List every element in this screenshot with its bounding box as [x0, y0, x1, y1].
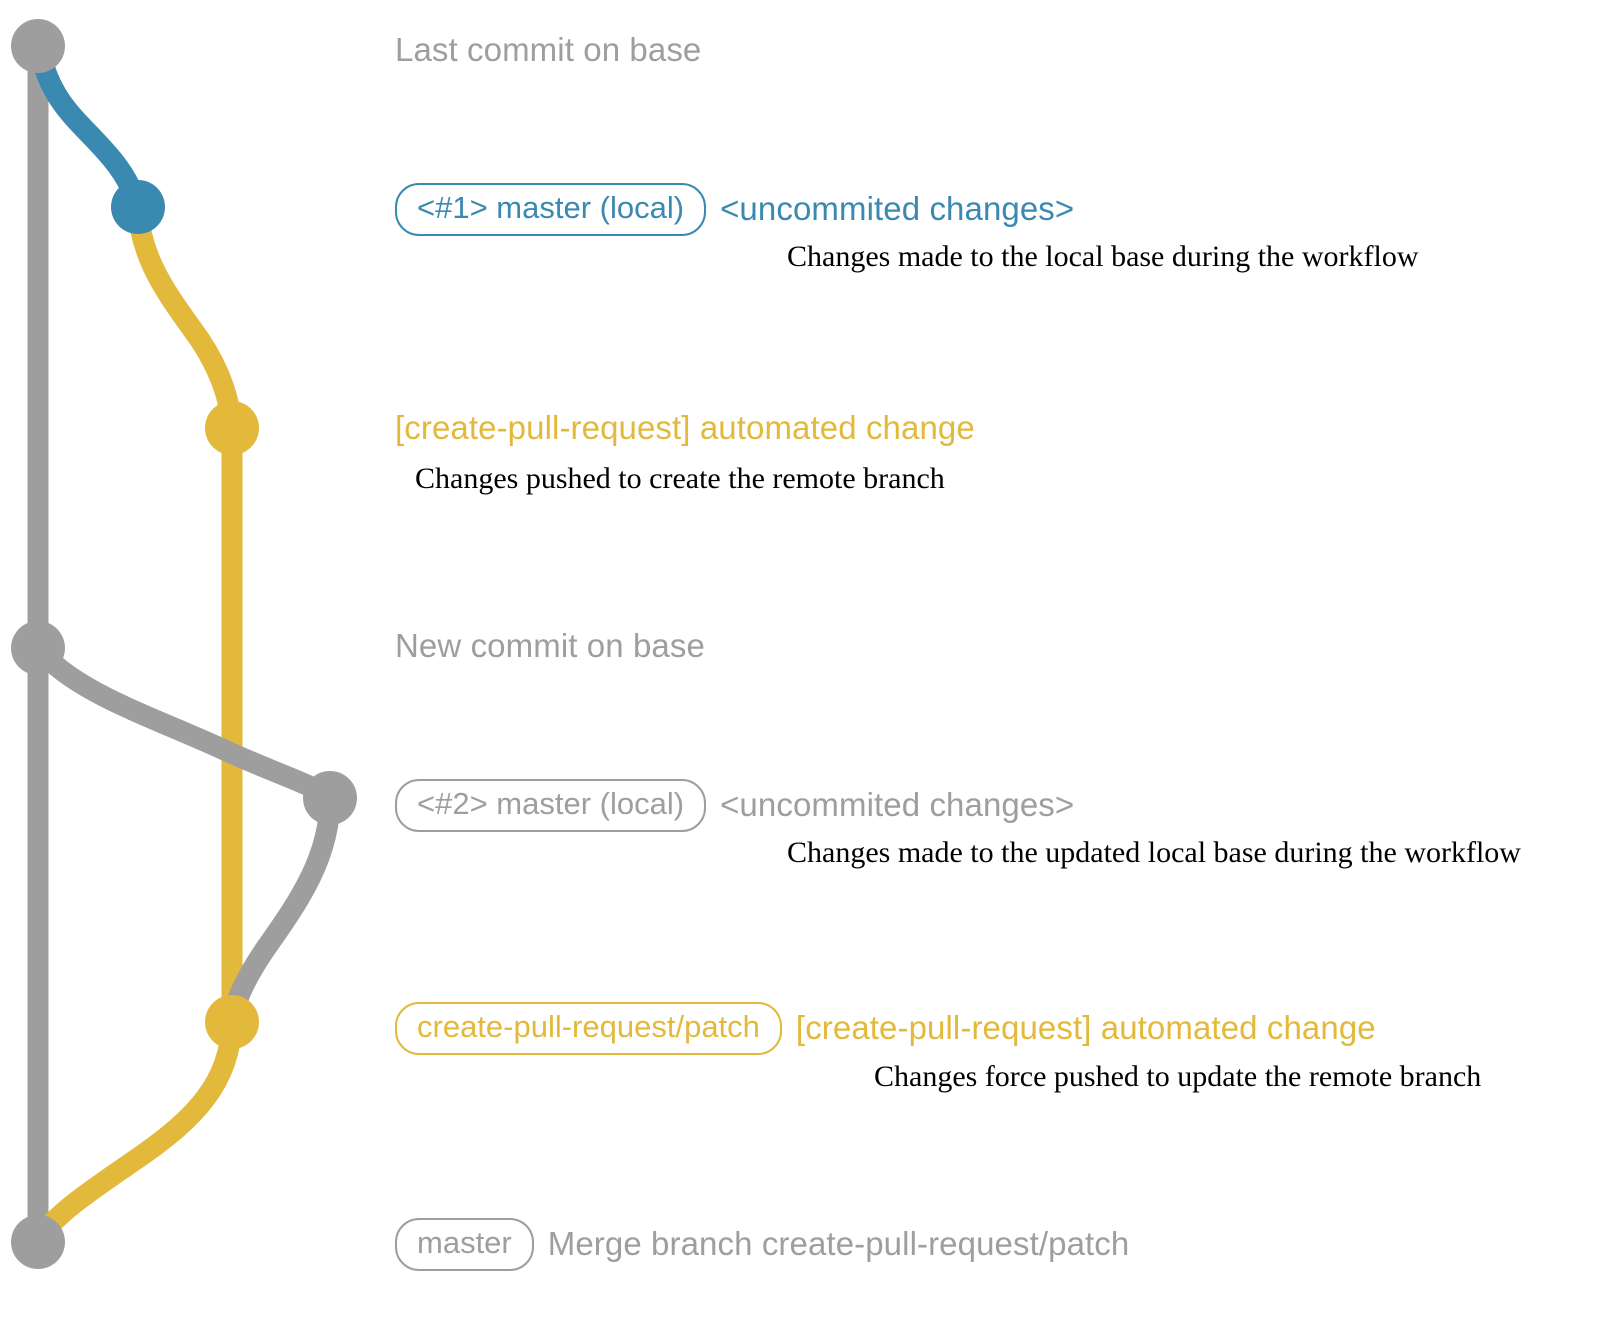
- commit-subject-automated-change-2: [create-pull-request] automated change: [795, 1009, 1376, 1047]
- row-automated-change-2: create-pull-request/patch [create-pull-r…: [395, 1002, 1376, 1055]
- row-merge: master Merge branch create-pull-request/…: [395, 1218, 1129, 1271]
- row-master-local-2: <#2> master (local) <uncommited changes>: [395, 779, 1074, 832]
- ref-badge-master-local-2[interactable]: <#2> master (local): [395, 779, 707, 832]
- description-master-local-2: Changes made to the updated local base d…: [787, 836, 1521, 869]
- commit-node-automated-change-1[interactable]: [205, 401, 259, 455]
- gray-branch-edge-2: [27, 637, 341, 809]
- description-master-local-1: Changes made to the local base during th…: [787, 240, 1419, 273]
- description-automated-change-2: Changes force pushed to update the remot…: [874, 1060, 1482, 1093]
- row-last-commit: Last commit on base: [395, 31, 702, 68]
- ref-badge-create-pull-request-patch[interactable]: create-pull-request/patch: [395, 1002, 782, 1055]
- row-master-local-1: <#1> master (local) <uncommited changes>: [395, 183, 1074, 236]
- commit-subject-new-commit: New commit on base: [395, 627, 705, 664]
- yellow-branch-edge-1: [127, 196, 243, 439]
- commit-node-last-commit-on-base[interactable]: [11, 19, 65, 73]
- description-automated-change-1: Changes pushed to create the remote bran…: [415, 462, 945, 495]
- commit-subject-automated-change-1: [create-pull-request] automated change: [395, 409, 975, 446]
- ref-badge-master-local-1[interactable]: <#1> master (local): [395, 183, 707, 236]
- commit-subject-master-local-1: <uncommited changes>: [720, 190, 1075, 228]
- commit-node-master-local-1[interactable]: [111, 180, 165, 234]
- commit-node-automated-change-2[interactable]: [205, 995, 259, 1049]
- yellow-merge-edge: [27, 1011, 243, 1253]
- commit-node-master-local-2[interactable]: [303, 771, 357, 825]
- row-automated-change-1: [create-pull-request] automated change: [395, 409, 975, 446]
- commit-subject-last-commit: Last commit on base: [395, 31, 702, 68]
- ref-badge-master[interactable]: master: [395, 1218, 534, 1271]
- commit-subject-master-local-2: <uncommited changes>: [720, 786, 1075, 824]
- row-new-commit: New commit on base: [395, 627, 705, 664]
- commit-node-merge-master[interactable]: [11, 1215, 65, 1269]
- commit-subject-merge: Merge branch create-pull-request/patch: [547, 1225, 1130, 1263]
- commit-node-new-commit-on-base[interactable]: [11, 621, 65, 675]
